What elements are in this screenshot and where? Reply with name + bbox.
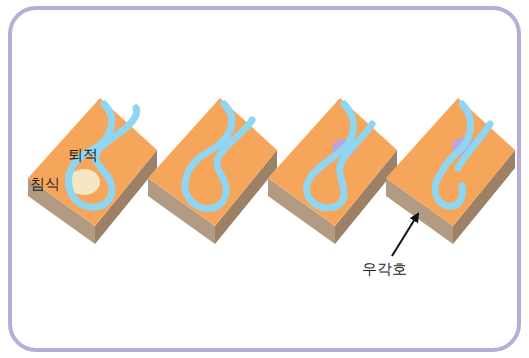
block-stage-1 (28, 98, 157, 244)
leader-arrow (392, 214, 418, 256)
oxbow-lake-label: 우각호 (362, 262, 407, 277)
frame (10, 8, 519, 350)
erosion-label: 침식 (30, 177, 60, 192)
block-stage-2 (148, 98, 277, 244)
block-stage-4 (386, 98, 515, 244)
block-stage-3 (268, 98, 397, 244)
deposition-label: 퇴적 (68, 148, 98, 163)
